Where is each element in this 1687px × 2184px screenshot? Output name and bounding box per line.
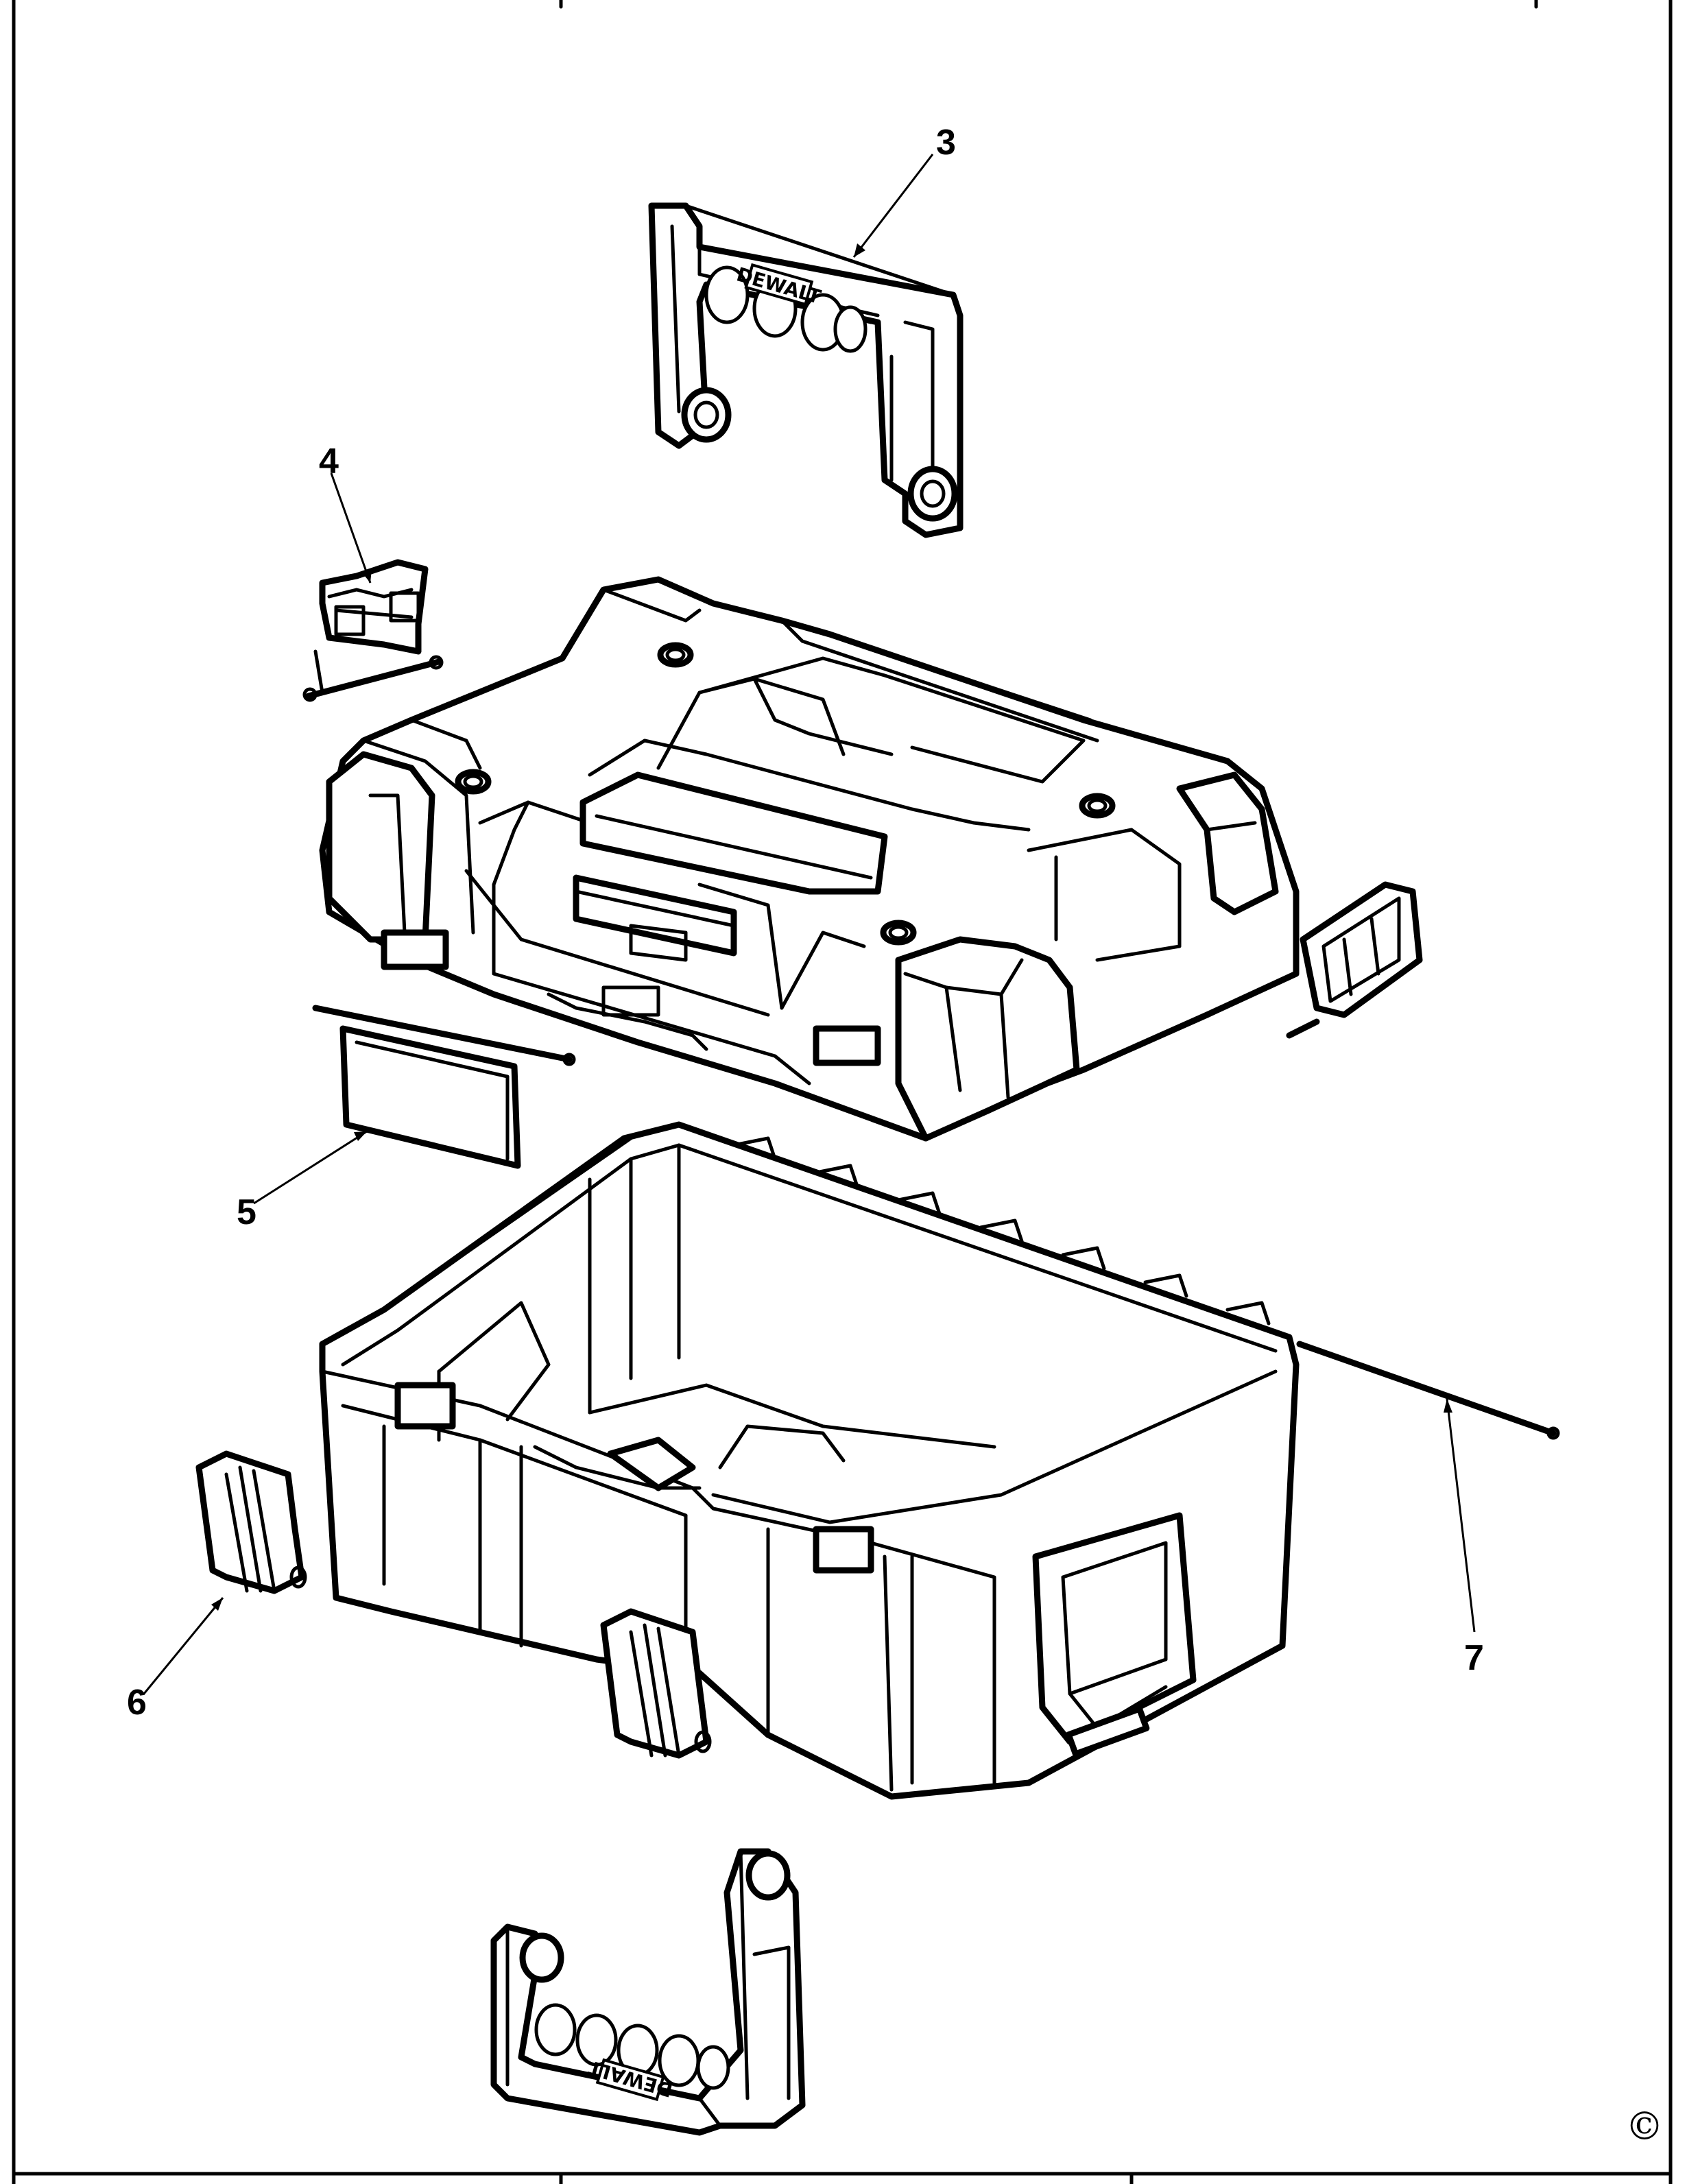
side-latch (195, 1450, 307, 1594)
leader-lines (143, 154, 1476, 1694)
callout-labels: 3 4 5 6 7 (127, 123, 1484, 1723)
bottom-carry-handle: DEWALT (490, 1848, 806, 2136)
label-plate (339, 1025, 521, 1169)
top-carry-handle: DEWALT (648, 202, 964, 538)
copyright-symbol: © (1625, 2104, 1664, 2149)
right-latch-bracket (1286, 881, 1423, 1039)
callout-7: 7 (1464, 1638, 1484, 1678)
callout-3: 3 (936, 123, 956, 163)
latch-hinge (302, 559, 444, 702)
base-box (319, 1121, 1300, 1800)
callout-4: 4 (319, 442, 339, 481)
callout-5: 5 (237, 1192, 256, 1232)
lid-assembly (319, 576, 1300, 1142)
base-hinge-rod (1296, 1341, 1560, 1440)
front-latch (600, 1608, 712, 1759)
callout-6: 6 (127, 1683, 147, 1723)
page-border (12, 0, 1673, 2184)
lid-hinge-rod (312, 1005, 576, 1066)
